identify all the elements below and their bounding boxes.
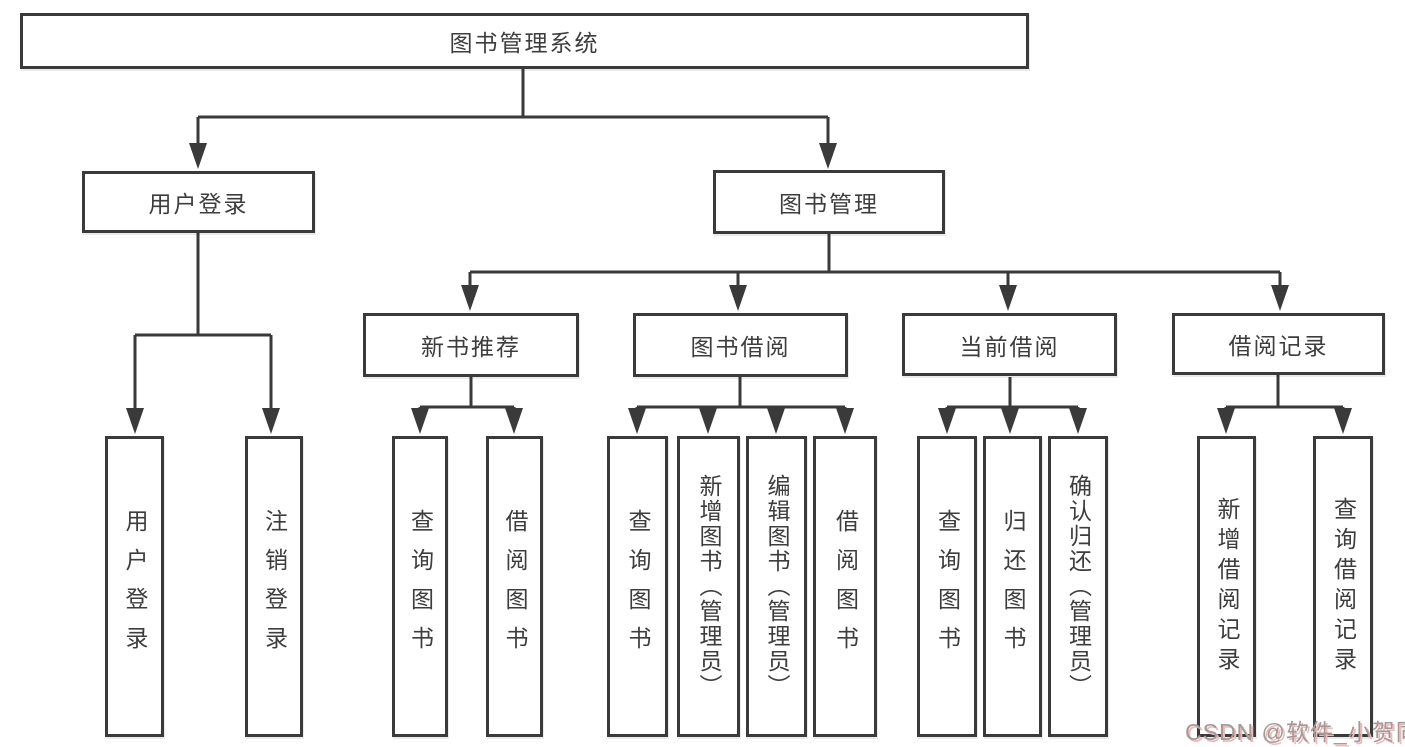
node-borrow-records-label: 借阅记录 [1228,333,1329,359]
leaf-current-query-book: 查询图书 [917,436,977,737]
node-new-book-recommend: 新书推荐 [363,313,579,377]
node-current-borrow-label: 当前借阅 [959,333,1060,360]
node-root-label: 图书管理系统 [449,30,600,56]
leaf-borrow-query-book: 查询图书 [607,436,668,737]
leaf-recommend-query-book-label: 查询图书 [407,508,434,665]
leaf-return-book: 归还图书 [983,436,1042,737]
csdn-watermark: CSDN @软件_小贺同学 [1185,719,1405,745]
node-current-borrow: 当前借阅 [902,313,1117,376]
node-root: 图书管理系统 [20,13,1029,69]
leaf-borrow-borrow-book-label: 借阅图书 [832,508,859,665]
node-user-login: 用户登录 [82,171,315,233]
leaf-confirm-return-admin-label: 确认归还（管理员） [1065,474,1092,699]
node-book-management: 图书管理 [713,170,945,234]
leaf-recommend-query-book: 查询图书 [392,436,448,737]
leaf-user-login-label: 用户登录 [122,508,148,665]
leaf-logout: 注销登录 [245,436,303,737]
node-new-book-recommend-label: 新书推荐 [421,334,521,360]
leaf-recommend-borrow-book: 借阅图书 [486,436,543,737]
leaf-query-borrow-record: 查询借阅记录 [1313,436,1373,737]
leaf-add-book-admin-label: 新增图书（管理员） [696,474,722,699]
leaf-confirm-return-admin: 确认归还（管理员） [1048,436,1108,737]
node-book-borrow: 图书借阅 [633,313,848,377]
node-book-management-label: 图书管理 [779,191,879,217]
node-borrow-records: 借阅记录 [1172,313,1385,375]
leaf-recommend-borrow-book-label: 借阅图书 [502,508,528,665]
node-book-borrow-label: 图书借阅 [690,334,791,360]
leaf-edit-book-admin-label: 编辑图书（管理员） [764,474,790,699]
node-user-login-label: 用户登录 [148,191,249,217]
leaf-logout-label: 注销登录 [261,508,288,665]
leaf-add-borrow-record: 新增借阅记录 [1197,436,1256,737]
leaf-user-login: 用户登录 [105,436,164,737]
leaf-borrow-query-book-label: 查询图书 [625,508,651,665]
leaf-add-book-admin: 新增图书（管理员） [677,436,740,737]
leaf-return-book-label: 归还图书 [1000,508,1026,665]
leaf-query-borrow-record-label: 查询借阅记录 [1330,496,1357,677]
leaf-current-query-book-label: 查询图书 [934,508,961,665]
leaf-borrow-borrow-book: 借阅图书 [813,436,877,737]
leaf-add-borrow-record-label: 新增借阅记录 [1214,496,1240,677]
leaf-edit-book-admin: 编辑图书（管理员） [746,436,807,737]
